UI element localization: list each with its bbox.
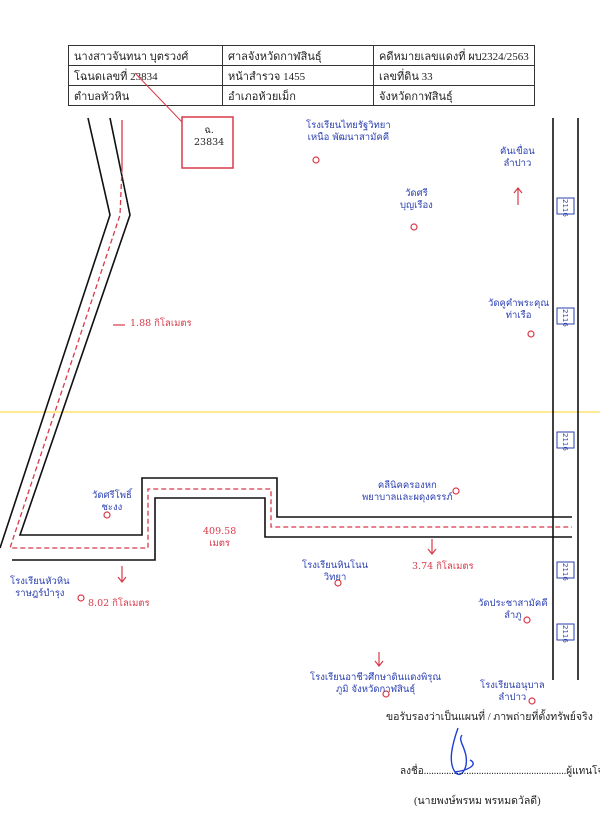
landmark-college: โรงเรียนอาชีวศึกษาดินแดงพิรุณ ภูมิ จังหว…: [310, 672, 441, 696]
landmark-markers: [77, 156, 536, 705]
landmark-wat-si: วัดศรี บุญเรือง: [400, 188, 433, 212]
landmark-line: วัดประชาสามัคคี: [478, 598, 548, 609]
marker-icon: [334, 579, 342, 587]
landmark-line: ชะงง: [101, 502, 123, 513]
main-road: [0, 117, 572, 561]
subdistrict: ตำบลหัวหิน: [68, 85, 223, 106]
landmark-school-lampao: โรงเรียนอนุบาล ลำปาว: [480, 680, 545, 704]
landmark-line: ราษฎร์บำรุง: [15, 588, 65, 599]
arrow-down-icon: [427, 539, 437, 555]
info-row-3: ตำบลหัวหิน อำเภอห้วยเม็ก จังหวัดกาฬสินธุ…: [68, 85, 535, 106]
province: จังหวัดกาฬสินธุ์: [373, 85, 535, 106]
distance-label-3: 3.74 กิโลเมตร: [412, 561, 474, 572]
route-shields: [556, 197, 575, 641]
landmark-clinic: คลีนิคครองหก พยาบาลและผดุงครรภ์: [362, 480, 453, 504]
marker-icon: [103, 511, 111, 519]
distance-label-1: 1.88 กิโลเมตร: [130, 318, 192, 329]
parcel-box: [181, 116, 234, 169]
landmark-dam: คันเขื่อน ลำปาว: [500, 146, 535, 170]
highway-2116: [552, 118, 579, 680]
route-line: [9, 167, 572, 549]
marker-icon: [382, 690, 390, 698]
arrows: [113, 187, 523, 667]
route-shield: [556, 561, 575, 579]
signer-name: (นายพงษ์พรหม พรหมดวัลดี): [414, 796, 541, 807]
parcel-leader-line: [134, 72, 183, 123]
distance-unit-2: เมตร: [209, 538, 231, 549]
marker-icon: [410, 223, 418, 231]
route-shield: [556, 623, 575, 641]
document-info-table: นางสาวจันทนา บุตรวงศ์ ศาลจังหวัดกาฬสินธุ…: [68, 45, 535, 106]
marker-icon: [527, 330, 535, 338]
landmark-line: ลำปาว: [498, 692, 527, 703]
landmark-line: โรงเรียนหัวหิน: [10, 576, 70, 587]
landmark-line: ลำปาว: [503, 158, 532, 169]
landmark-school-huahin: โรงเรียนหัวหิน ราษฎร์บำรุง: [10, 576, 70, 600]
landmark-wat-prachaa: วัดประชาสามัคคี ลำภู: [478, 598, 548, 622]
distance-value-2: 409.58: [203, 526, 237, 537]
route-shield: [556, 197, 575, 215]
route-number-label: 2116: [561, 625, 569, 643]
landmark-school-north: โรงเรียนไทยรัฐวิทยา เหนือ พัฒนาสามัคคี: [306, 120, 391, 144]
survey-page: หน้าสำรวจ 1455: [222, 65, 374, 86]
landmark-line: พยาบาลและผดุงครรภ์: [362, 492, 453, 503]
landmark-line: คันเขื่อน: [500, 146, 535, 157]
landmark-line: ภูมิ จังหวัดกาฬสินธุ์: [336, 684, 416, 695]
marker-icon: [452, 487, 460, 495]
route-number-label: 2116: [561, 563, 569, 581]
info-row-2: โฉนดเลขที่ 23834 หน้าสำรวจ 1455 เลขที่ดิ…: [68, 65, 535, 86]
signature-mark: [450, 727, 474, 776]
distance-label-4: 8.02 กิโลเมตร: [88, 598, 150, 609]
landmark-line: โรงเรียนหินโนน: [302, 560, 369, 571]
distance-label-2: 409.58 เมตร: [203, 526, 236, 550]
route-shield: [556, 431, 575, 449]
landmark-wat-si-pho: วัดศรีโพธิ์ ชะงง: [92, 490, 132, 514]
arrow-down-icon: [117, 566, 127, 583]
landmark-line: วิทยา: [323, 572, 347, 583]
landmark-line: ลำภู: [504, 610, 522, 621]
landmark-line: โรงเรียนอนุบาล: [480, 680, 545, 691]
landmark-line: บุญเรือง: [400, 200, 433, 211]
route-number-label: 2116: [561, 433, 569, 451]
landmark-school-nonsa: โรงเรียนหินโนน วิทยา: [302, 560, 368, 584]
landmark-wat-nong: วัดคูคำพระคุณ ท่าเรือ: [488, 298, 549, 322]
landmark-line: โรงเรียนไทยรัฐวิทยา: [306, 120, 391, 131]
landmark-line: วัดคูคำพระคุณ: [488, 298, 550, 309]
landmark-line: วัดศรีโพธิ์: [92, 490, 132, 501]
arrow-up-icon: [513, 187, 523, 205]
route-number-label: 2116: [561, 309, 569, 327]
marker-icon: [77, 594, 85, 602]
landmark-line: โรงเรียนอาชีวศึกษาดินแดงพิรุณ: [310, 672, 442, 683]
landmark-line: เหนือ พัฒนาสามัคคี: [307, 132, 390, 143]
arrow-down-icon: [374, 652, 384, 667]
landmark-line: คลีนิคครองหก: [377, 480, 437, 491]
route-shield: [556, 307, 575, 325]
parcel-label-line2: 23834: [194, 137, 225, 148]
route-number-label: 2116: [561, 199, 569, 217]
district: อำเภอห้วยเม็ก: [222, 85, 374, 106]
signature-line: ลงชื่อ..................................…: [400, 766, 600, 777]
parcel-label: ฉ. 23834: [194, 125, 224, 149]
certification-statement: ขอรับรองว่าเป็นแผนที่ / ภาพถ่ายที่ตั้งทร…: [386, 712, 593, 723]
landmark-line: วัดศรี: [405, 188, 428, 199]
landmark-line: ท่าเรือ: [505, 310, 532, 321]
marker-icon: [523, 616, 531, 624]
marker-icon: [312, 156, 320, 164]
parcel-label-line1: ฉ.: [204, 125, 214, 136]
marker-icon: [528, 697, 536, 705]
